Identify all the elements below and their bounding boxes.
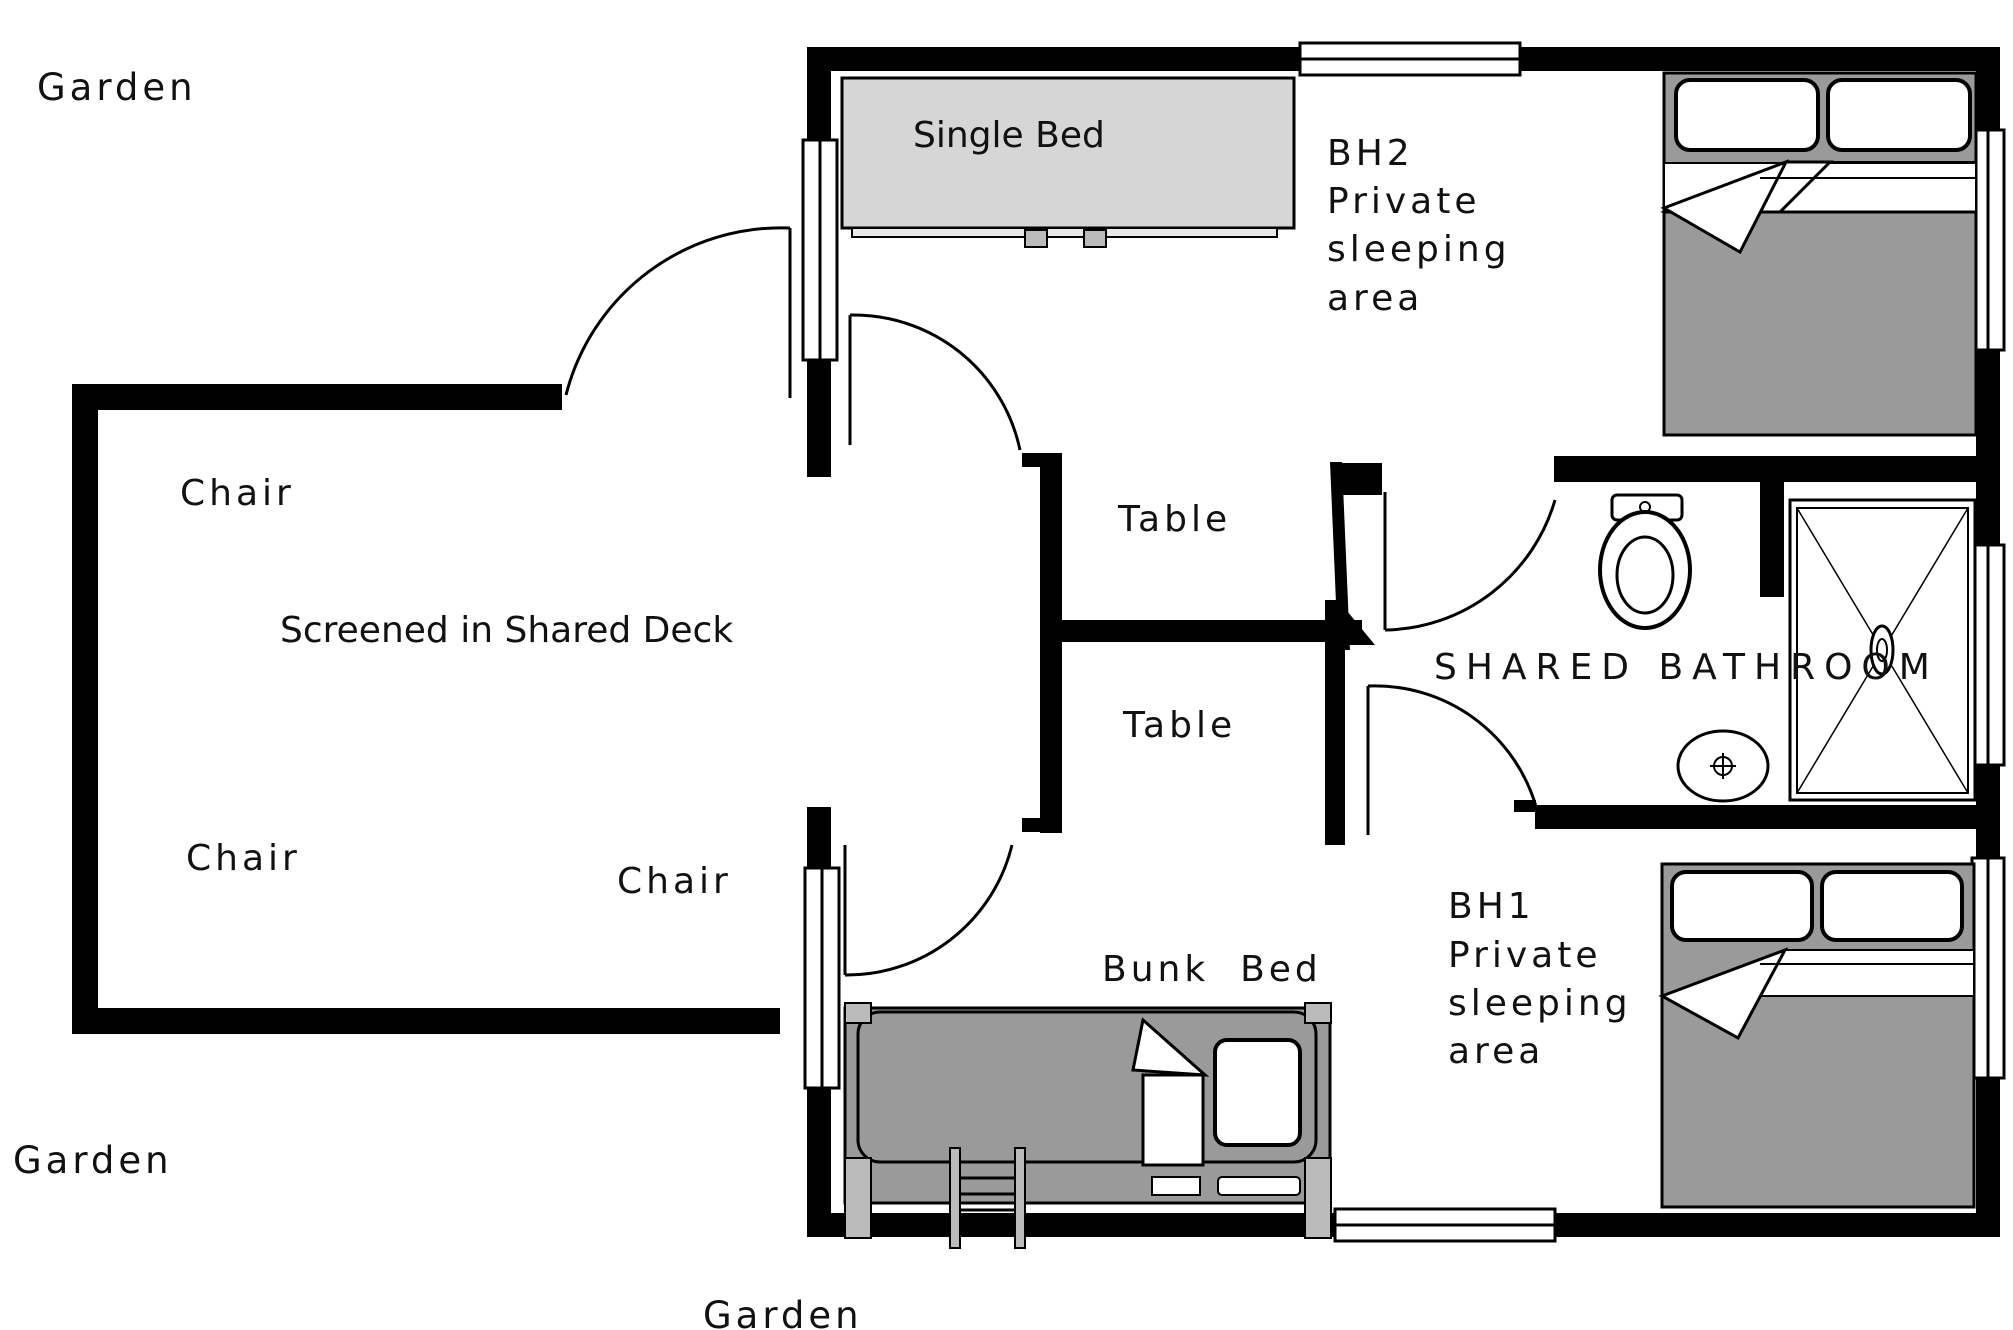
bunk-bed (843, 1002, 1332, 1249)
bh2-label-line-3: sleeping (1327, 229, 1511, 270)
bh1-label-line-4: area (1448, 1031, 1544, 1072)
door-bathroom-upper (1384, 499, 1557, 632)
bh2-label-line-2: Private (1327, 181, 1481, 222)
single-bed-label: Single Bed (913, 115, 1105, 156)
windows (801, 41, 2006, 1243)
double-bed-bh2 (1660, 71, 1978, 437)
garden-label-bottom-left: Garden (13, 1139, 173, 1182)
chair-label-bottom-right: Chair (617, 861, 732, 902)
bh2-label-line-1: BH2 (1327, 133, 1414, 174)
garden-label-top-left: Garden (37, 66, 197, 109)
bunk-bed-label: Bunk Bed (1102, 949, 1322, 990)
chair-label-bottom-left: Chair (186, 838, 301, 879)
double-bed-bh1 (1658, 862, 1976, 1209)
bh2-label-line-4: area (1327, 278, 1423, 319)
single-bed (840, 76, 1296, 248)
sink-icon (1676, 729, 1770, 803)
shared-bathroom-label: SHARED BATHROOM (1434, 647, 1939, 688)
bh1-label-line-1: BH1 (1448, 886, 1535, 927)
table-label-bottom: Table (1122, 705, 1236, 746)
chair-label-top: Chair (180, 473, 295, 514)
toilet-icon (1598, 493, 1692, 630)
door-bh1 (844, 844, 1014, 977)
bh1-label-line-3: sleeping (1448, 983, 1632, 1024)
door-bathroom-lower (1367, 684, 1539, 811)
screened-deck-label: Screened in Shared Deck (280, 610, 733, 651)
doors (564, 226, 1557, 977)
door-deck-entry (564, 226, 791, 396)
door-bh2 (849, 313, 1022, 451)
shower-icon (1788, 498, 1977, 802)
bh1-label-line-2: Private (1448, 935, 1602, 976)
labels: Garden Garden Garden Single Bed BH2 Priv… (13, 66, 1939, 1330)
table-label-top: Table (1117, 499, 1231, 540)
garden-label-bottom: Garden (703, 1294, 863, 1330)
